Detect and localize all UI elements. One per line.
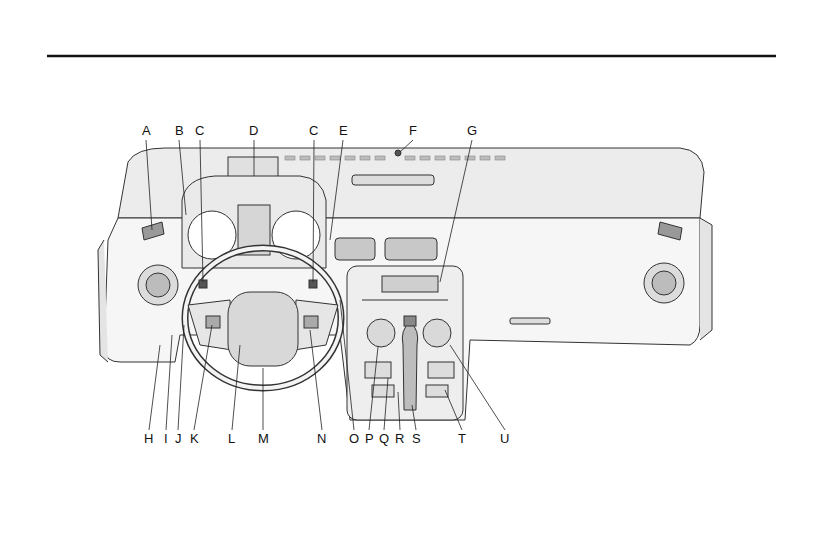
wheel-spoke [188,300,232,350]
side-vent [142,222,164,240]
switch-bank [428,362,454,378]
head-up-display [228,157,278,177]
wheel-hub [228,292,298,366]
callout-letter: G [466,124,478,138]
callout-letter: U [499,432,510,446]
center-vent [385,238,437,260]
callout-letter: C [194,124,205,138]
callout-letter: O [348,432,360,446]
defrost-slots [285,156,505,160]
callout-letter: T [457,432,467,446]
switch-bank [372,385,394,397]
sensor [395,150,401,156]
round-vent [652,271,676,295]
right-wall [700,218,712,340]
leader-lines [146,140,505,430]
callout-letter: I [163,432,169,446]
climate-knob [423,319,451,347]
shift-lever [402,322,417,410]
callout-letter: L [227,432,236,446]
radio-display [382,276,438,292]
center-stack [347,266,463,420]
steering-wheel-rim [185,248,341,388]
callout-letter: K [189,432,200,446]
left-wall [98,240,108,362]
cluster-hood [182,176,326,268]
wheel-spoke [294,300,338,350]
callout-letter: B [174,124,185,138]
callout-letter: C [308,124,319,138]
round-vent [138,265,178,305]
callout-letter: H [143,432,154,446]
radio-buttons [362,300,448,301]
callout-letter: Q [378,432,390,446]
callout-letter: J [174,432,183,446]
callout-letter: D [248,124,259,138]
callout-letter: N [316,432,327,446]
climate-knob [367,319,395,347]
callout-letter: R [394,432,405,446]
callout-letter: P [364,432,375,446]
switch-bank [365,362,391,378]
callout-letter: E [338,124,349,138]
round-vent [644,263,684,303]
wheel-controls [304,316,318,328]
center-vent [335,238,375,260]
callout-letter: S [411,432,422,446]
shift-knob [404,316,416,326]
dash-slot [352,175,434,185]
switch-bank [426,385,448,397]
glovebox-handle [510,318,550,324]
callout-letter: A [141,124,152,138]
callout-letter: M [257,432,270,446]
header-rule [47,55,776,58]
wheel-controls [206,316,220,328]
round-vent [146,273,170,297]
side-vent [658,222,682,240]
steering-wheel-rim [185,248,341,388]
callout-letter: F [408,124,418,138]
